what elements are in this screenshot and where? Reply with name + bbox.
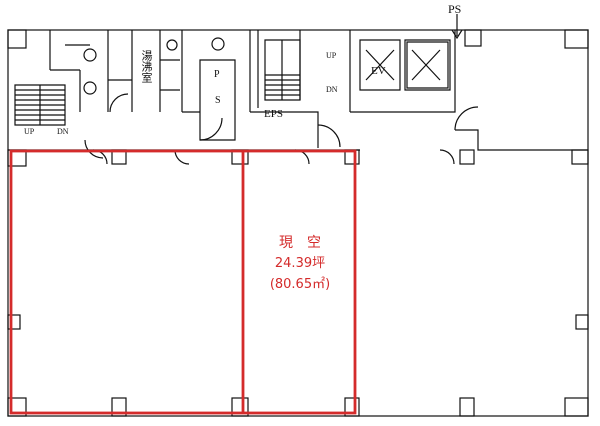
stair-up-label-right: UP bbox=[326, 51, 337, 60]
core-wall bbox=[8, 129, 588, 151]
outer-wall bbox=[7, 29, 589, 417]
kitchenette-label: 湯沸室 bbox=[140, 50, 152, 83]
stair-up-label-left: UP bbox=[24, 127, 35, 136]
vacancy-area-tsubo: 24.39坪 bbox=[274, 256, 326, 271]
pipe-shaft-s-label: S bbox=[215, 95, 221, 106]
elevator-label: EV bbox=[371, 65, 386, 77]
eps-label: EPS bbox=[264, 108, 283, 120]
vacancy-status: 現 空 bbox=[279, 235, 321, 251]
vacancy-area-sqm: (80.65㎡) bbox=[269, 277, 331, 292]
stair-down-label-right: DN bbox=[326, 85, 338, 94]
stair-down-label-left: DN bbox=[57, 127, 69, 136]
ps-label: PS bbox=[448, 2, 462, 16]
vacant-area-outline bbox=[9, 149, 357, 415]
pipe-shaft-p-label: P bbox=[214, 69, 220, 80]
